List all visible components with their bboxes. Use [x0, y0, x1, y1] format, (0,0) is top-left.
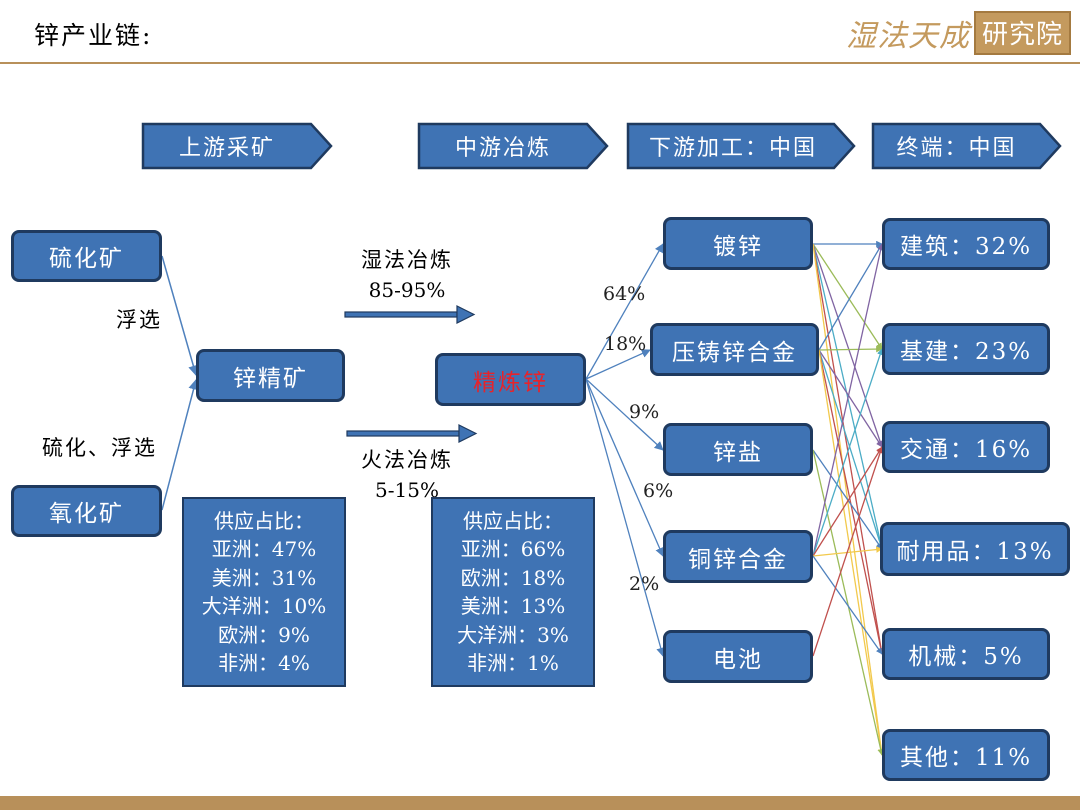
smelting-supply-row: 欧洲：18% — [460, 565, 566, 590]
stage-midstream: 中游冶炼 — [454, 136, 551, 161]
node-refined-zinc: 精炼锌 — [435, 353, 586, 406]
node-other: 其他：11% — [882, 729, 1050, 781]
node-oxide-ore: 氧化矿 — [11, 485, 162, 537]
smelting-supply-row: 大洋洲：3% — [457, 622, 569, 647]
connector-processing-terminal — [812, 555, 883, 655]
connector-processing-terminal — [812, 449, 884, 756]
refined-to-processing-connectors — [585, 243, 666, 657]
connector-processing-terminal — [812, 243, 885, 655]
share-brass: 6% — [643, 480, 674, 502]
connector-processing-terminal — [812, 449, 883, 550]
share-battery: 2% — [629, 573, 660, 595]
mining-supply-row: 欧洲：9% — [218, 622, 310, 647]
mining-supply-row: 大洋洲：10% — [201, 594, 327, 618]
logo-text-a: 湿法天成 — [846, 19, 970, 54]
banner-midstream-shape — [417, 122, 609, 170]
connector-processing-terminal — [818, 349, 883, 448]
connector-refined-processing — [585, 349, 651, 380]
connector-processing-terminal — [812, 243, 883, 350]
label-pyro-smelting: 火法冶炼 — [361, 448, 453, 472]
connector-processing-terminal — [818, 349, 884, 550]
node-durables: 耐用品：13% — [880, 522, 1070, 576]
smelting-supply-title: 供应占比： — [463, 508, 563, 533]
brand-logo: 湿法天成 研究院 — [846, 11, 1072, 55]
header-divider — [0, 62, 1080, 64]
connector-processing-terminal — [818, 345, 883, 353]
connector-processing-terminal — [812, 348, 884, 557]
mining-supply-row: 美洲：31% — [211, 565, 317, 590]
smelting-supply-row: 亚洲：66% — [460, 537, 566, 561]
connector-processing-terminal — [812, 243, 884, 448]
connector-refined-processing — [585, 378, 666, 657]
processing-to-terminal-connectors — [812, 240, 885, 756]
node-machinery: 机械：5% — [882, 628, 1050, 680]
connector-refined-processing — [585, 243, 664, 380]
stage-terminal: 终端：中国 — [896, 136, 1017, 161]
node-infrastructure: 基建：23% — [882, 323, 1050, 375]
banner-downstream-shape — [626, 122, 856, 170]
banner-terminal-shape — [871, 122, 1062, 170]
mining-supply-row: 亚洲：47% — [211, 537, 317, 561]
arrow-pyro — [346, 424, 478, 443]
stage-downstream: 下游加工：中国 — [648, 136, 817, 161]
label-hydro-smelting: 湿法冶炼 — [361, 248, 453, 272]
connector-sulfide-concentrate — [161, 255, 199, 377]
connector-refined-processing — [585, 378, 664, 451]
node-brass: 铜锌合金 — [663, 530, 813, 583]
connector-processing-terminal — [812, 243, 884, 557]
banner-upstream-shape — [141, 122, 333, 170]
label-sulfide-flotation: 硫化、浮选 — [42, 436, 157, 460]
footer-bar — [0, 796, 1080, 810]
node-construction: 建筑：32% — [882, 218, 1050, 270]
smelting-supply-row: 非洲：1% — [467, 651, 559, 675]
node-battery: 电池 — [663, 630, 813, 683]
smelting-supply-row: 美洲：13% — [460, 594, 566, 618]
share-die-cast: 18% — [604, 333, 647, 355]
logo-text-b: 研究院 — [974, 11, 1072, 55]
label-hydro-share: 85-95% — [368, 278, 446, 302]
label-pyro-share: 5-15% — [375, 478, 439, 502]
node-zinc-concentrate: 锌精矿 — [196, 349, 345, 402]
mining-supply-row: 非洲：4% — [218, 651, 310, 675]
stage-upstream: 上游采矿 — [178, 136, 275, 161]
share-galvanizing: 64% — [603, 283, 646, 305]
node-zinc-salt: 锌盐 — [663, 423, 813, 476]
label-flotation: 浮选 — [116, 308, 162, 332]
connector-processing-terminal — [818, 243, 883, 351]
mining-supply-title: 供应占比： — [214, 508, 314, 533]
connector-processing-terminal — [812, 243, 884, 550]
node-galvanizing: 镀锌 — [663, 217, 813, 270]
mining-supply-box: 供应占比： 亚洲：47% 美洲：31% 大洋洲：10% 欧洲：9% 非洲：4% — [182, 497, 346, 687]
connector-refined-processing — [585, 378, 664, 557]
arrow-hydro — [344, 305, 476, 324]
share-zinc-salt: 9% — [629, 401, 660, 423]
node-die-cast-alloy: 压铸锌合金 — [650, 323, 819, 376]
connector-processing-terminal — [818, 349, 884, 655]
connector-processing-terminal — [812, 446, 883, 557]
connector-processing-terminal — [812, 446, 884, 657]
node-sulfide-ore: 硫化矿 — [11, 230, 162, 282]
node-transport: 交通：16% — [882, 421, 1050, 473]
page-title: 锌产业链: — [34, 21, 153, 50]
smelting-supply-box: 供应占比： 亚洲：66% 欧洲：18% 美洲：13% 大洋洲：3% 非洲：1% — [431, 497, 595, 687]
connector-oxide-concentrate — [161, 378, 199, 511]
